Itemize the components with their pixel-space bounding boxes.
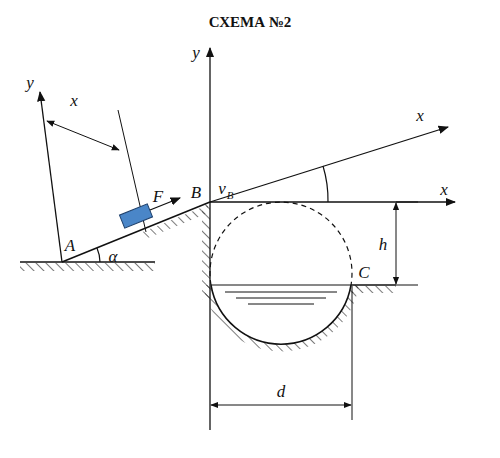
- dimension-label: x: [69, 91, 79, 110]
- axis-label: y: [25, 73, 35, 92]
- velocity-label: v: [217, 179, 227, 198]
- axis-label: y: [191, 43, 201, 62]
- angle-label: α: [108, 247, 119, 266]
- axis-label: x: [415, 106, 425, 125]
- point-label: B: [190, 183, 202, 202]
- force-label: F: [152, 187, 164, 206]
- velocity-subscript: B: [226, 189, 235, 202]
- axis-label: x: [439, 180, 449, 199]
- dimension-label: d: [276, 382, 287, 401]
- point-label: C: [357, 263, 370, 282]
- point-label: A: [64, 236, 76, 255]
- diagram-title: СХЕМА №2: [209, 14, 292, 31]
- dimension-label: h: [378, 235, 389, 254]
